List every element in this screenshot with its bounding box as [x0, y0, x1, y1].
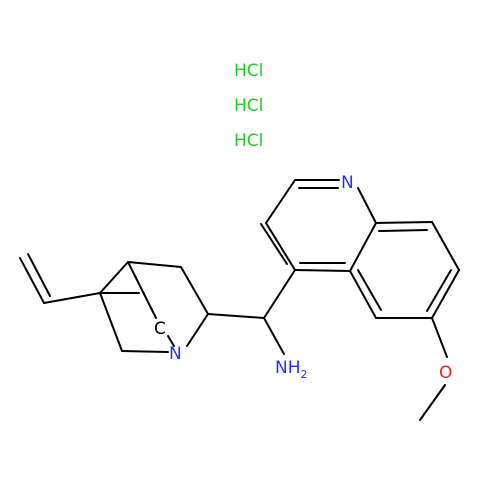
quinoline-bond-6 — [294, 269, 351, 272]
amine-label: NH2 — [275, 358, 308, 381]
quinoline-bond-5 — [349, 222, 377, 272]
methoxy-bond-1 — [431, 317, 448, 358]
methoxy-bond-2 — [419, 384, 446, 421]
bridge-carbon-label: C — [154, 319, 166, 339]
vinyl-bond-a — [19, 257, 45, 304]
quinoline-bond-7 — [375, 221, 433, 224]
cage-to-methine-bond — [207, 313, 265, 319]
cage-bond-3 — [180, 266, 209, 315]
cage-bond-2 — [127, 261, 182, 268]
cage-bond-8 — [167, 335, 175, 347]
quinoline-bond-4 — [357, 187, 377, 224]
oxygen-label: O — [439, 363, 452, 383]
quinoline-bond-9b — [426, 269, 452, 312]
hcl-label-1: HCl — [234, 61, 263, 81]
quinoline-bond-1b — [260, 223, 288, 265]
cage-bond-7 — [127, 261, 157, 319]
vinyl-to-bridgehead-bond — [43, 292, 101, 304]
hcl-label-3: HCl — [234, 131, 263, 151]
vinyl-bond-b — [27, 253, 51, 297]
cage-bond-1 — [99, 261, 129, 294]
quinoline-bond-11 — [349, 270, 377, 319]
bridge-nitrogen-label: N — [169, 344, 182, 364]
cage-bond-6 — [121, 350, 169, 353]
quinoline-bond-9 — [431, 269, 460, 319]
bond-lines — [19, 179, 460, 421]
quinoline-nitrogen-label: N — [341, 173, 354, 193]
methine-to-quinoline-bond — [263, 269, 296, 319]
cage-bond-5 — [99, 292, 123, 352]
quinoline-bond-11b — [357, 269, 382, 311]
quinoline-bond-7b — [378, 229, 428, 232]
methine-to-amine-bond — [263, 317, 285, 355]
quinoline-bond-8 — [431, 221, 460, 271]
quinoline-bond-1 — [265, 222, 296, 271]
hcl-label-2: HCl — [234, 96, 263, 116]
cage-bond-4 — [186, 313, 209, 347]
quinoline-bond-2 — [265, 179, 296, 224]
